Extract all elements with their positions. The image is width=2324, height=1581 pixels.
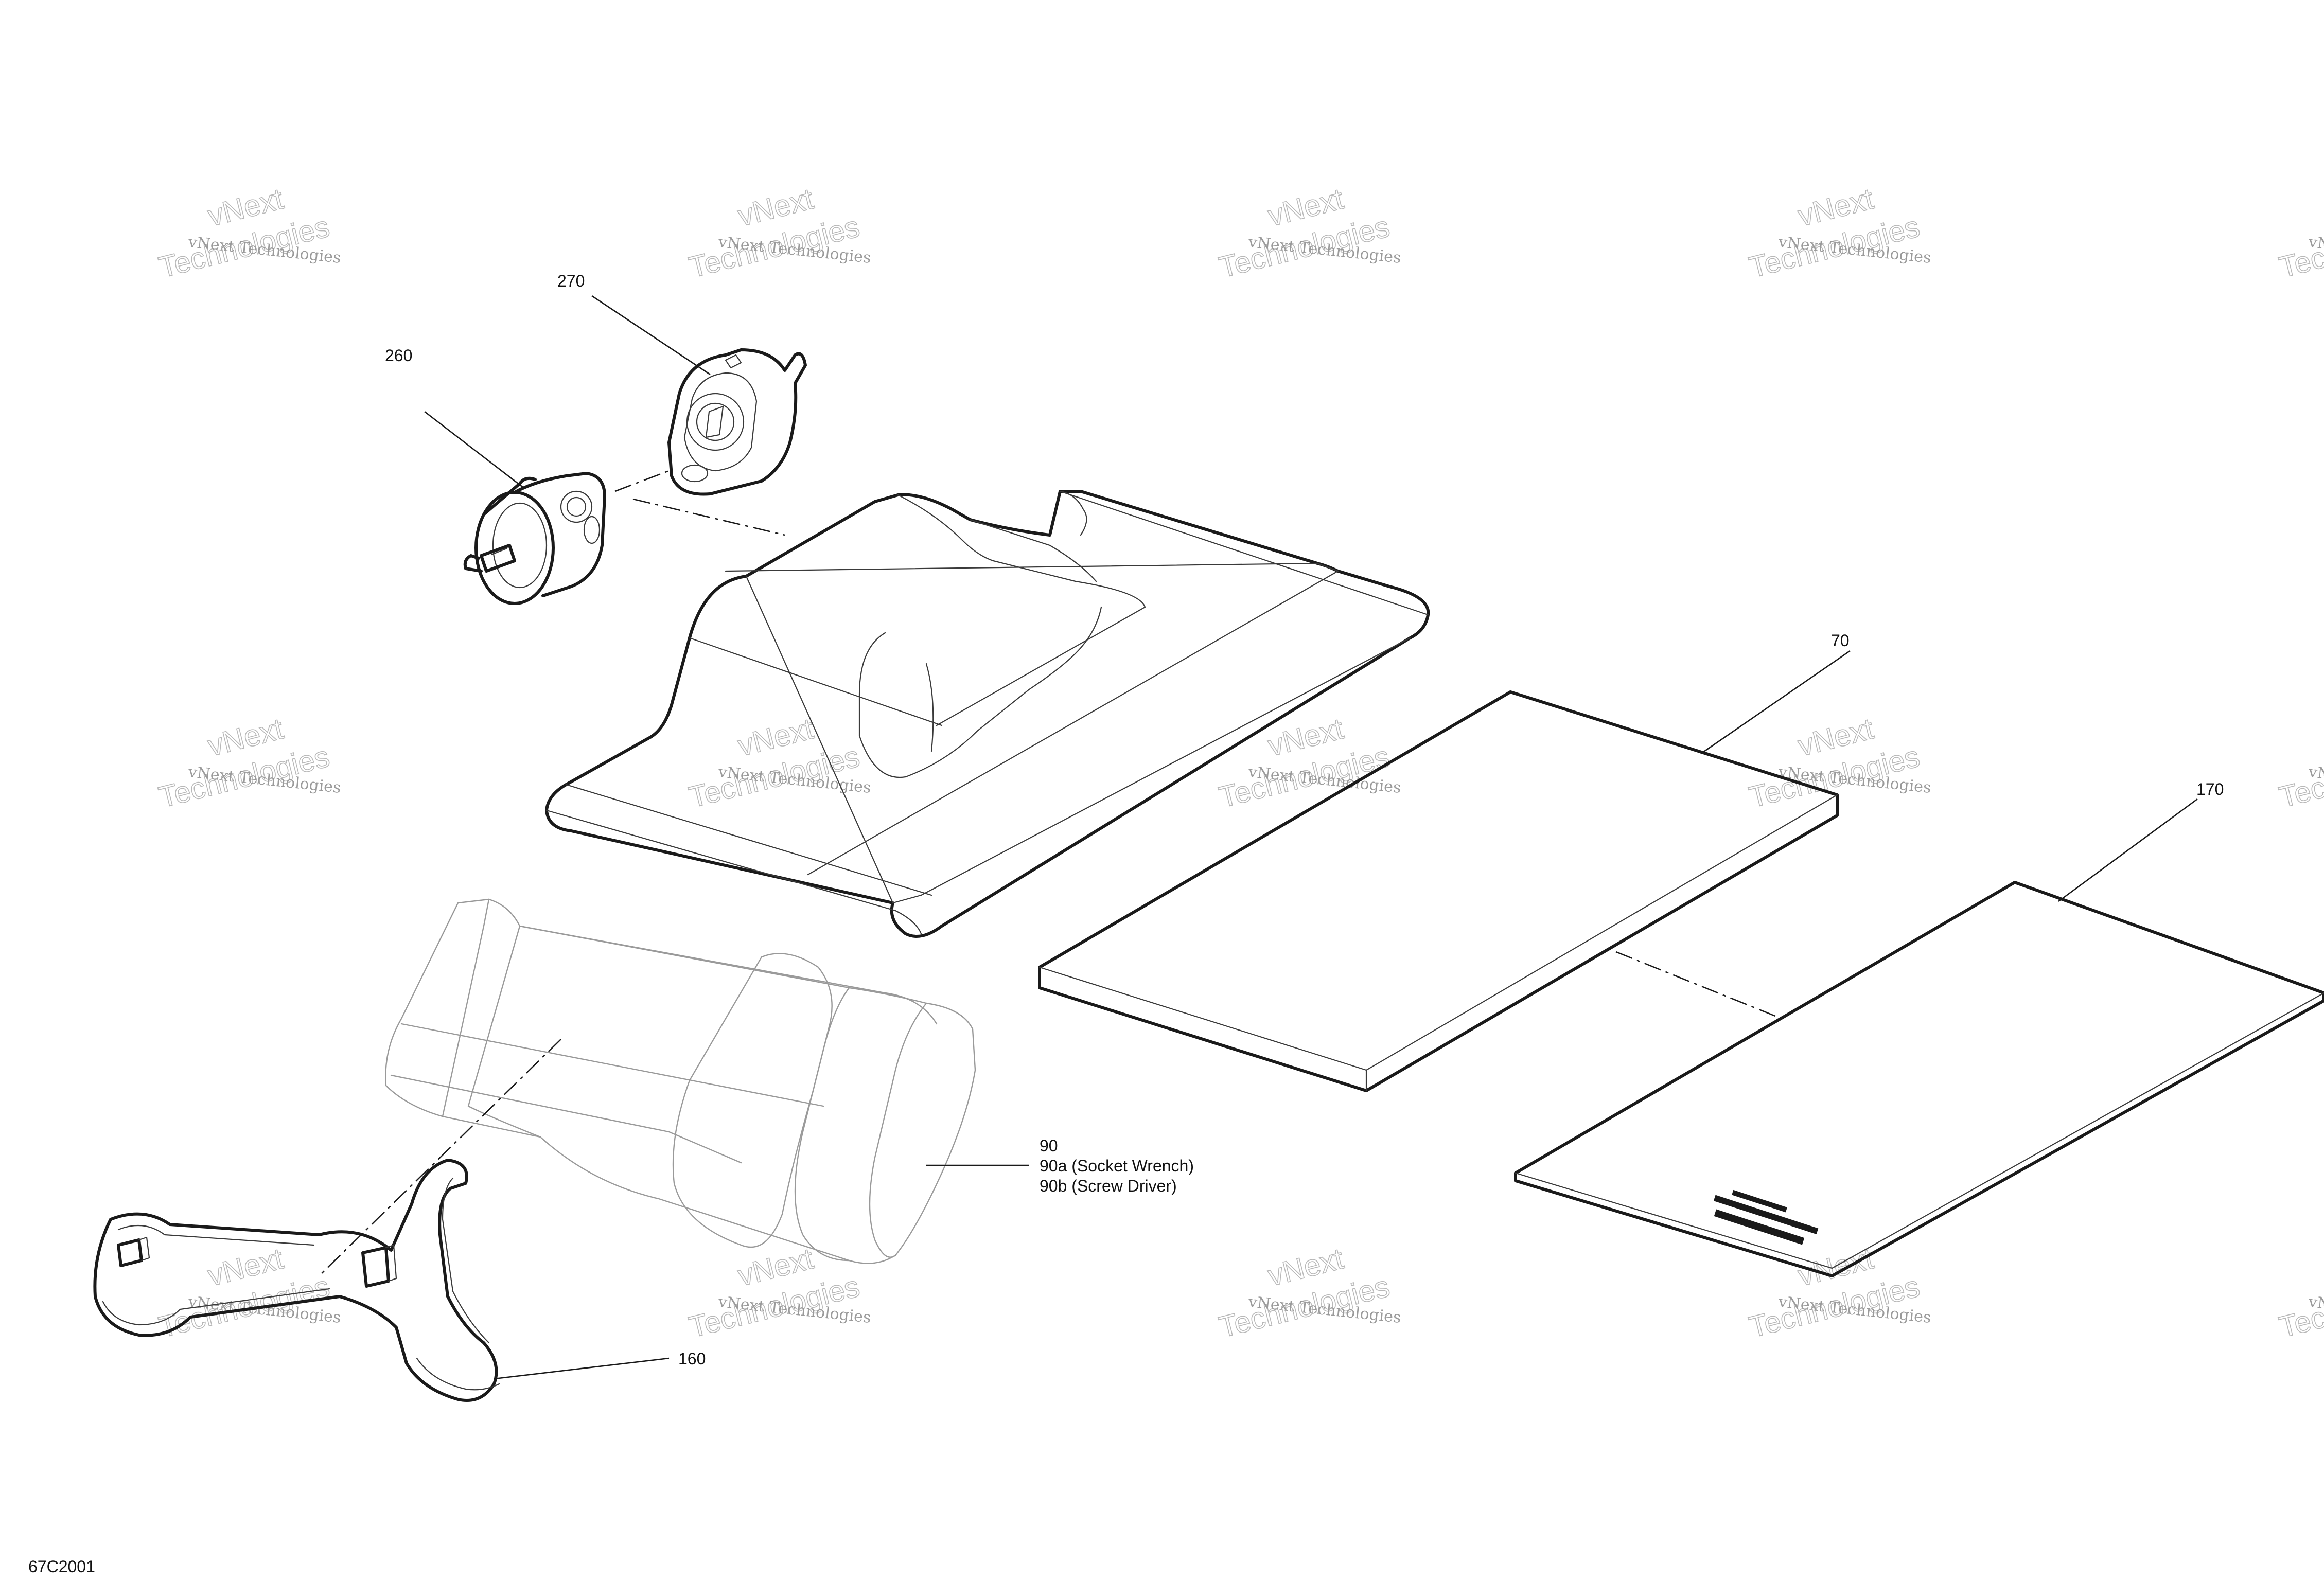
assembly-line-manuals (1615, 951, 1776, 1017)
callout-160: 160 (678, 1349, 706, 1368)
callout-90b: 90b (Screw Driver) (1040, 1177, 1177, 1195)
callout-260: 260 (385, 346, 412, 365)
leader-lines (424, 295, 2198, 1380)
part-260-key-holder (463, 472, 606, 605)
part-tool-bag (545, 490, 1430, 938)
assembly-line-tools (319, 1039, 561, 1276)
callout-90a: 90a (Socket Wrench) (1040, 1157, 1194, 1175)
callout-90: 90 (1040, 1136, 1058, 1155)
assembly-line-keys (614, 470, 785, 536)
part-90-tool-pouch (385, 898, 976, 1264)
callout-270: 270 (557, 272, 585, 290)
part-160-spanner-wrench (93, 1159, 500, 1402)
callout-70: 70 (1831, 631, 1850, 650)
callouts: 270 260 70 170 90 90a (Socket Wrench) 90… (385, 272, 2224, 1368)
callout-170: 170 (2196, 780, 2224, 798)
drawing-code: 67C2001 (28, 1557, 95, 1576)
part-70-manual (1038, 690, 1839, 1092)
part-170-booklet (1514, 881, 2324, 1277)
part-270-key (667, 348, 807, 496)
booklet-cover-text (1713, 1189, 1819, 1245)
